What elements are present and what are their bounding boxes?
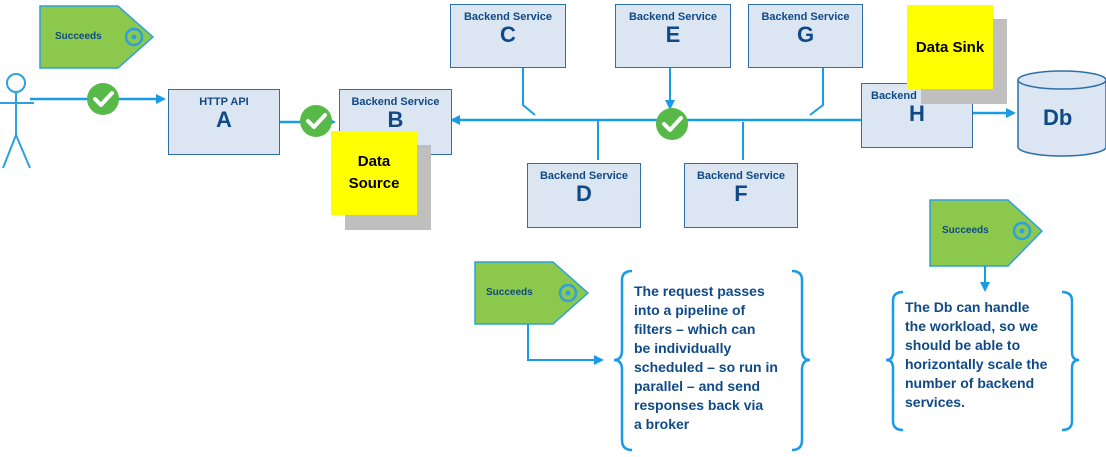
scale-note-line: number of backend	[905, 375, 1035, 391]
scale-note-line: horizontally scale the	[905, 356, 1048, 372]
check-icon-actor-to-a	[87, 83, 119, 115]
database-label: Db	[1043, 105, 1073, 130]
service-box-h-letter: H	[909, 101, 925, 126]
pipeline-note-line: into a pipeline of	[634, 302, 746, 318]
scale-note-line: services.	[905, 394, 965, 410]
scale-note-line: The Db can handle	[905, 299, 1030, 315]
succeeds-tag-middle-label: Succeeds	[486, 287, 533, 298]
service-box-b-letter: B	[387, 107, 404, 132]
succeeds-tag-right	[929, 199, 1044, 267]
pipeline-note-braces	[613, 269, 811, 452]
service-box-a-letter: A	[216, 107, 232, 132]
database-cylinder	[1017, 70, 1106, 157]
service-box-a: HTTP API A	[168, 89, 280, 155]
service-box-g-letter: G	[796, 22, 815, 47]
service-box-d: Backend Service D	[527, 163, 641, 228]
data-sink-sticky: Data Sink	[907, 5, 993, 89]
data-source-sticky: Data Source	[331, 131, 417, 215]
scale-note-line: the workload, so we	[905, 318, 1039, 334]
middle-tag-connector	[527, 324, 604, 365]
service-box-e: Backend Service E	[615, 4, 731, 68]
scale-note-braces	[885, 290, 1080, 432]
service-box-f: Backend Service F	[684, 163, 798, 228]
pipeline-note-line: parallel – and send	[634, 378, 761, 394]
pipeline-note-line: scheduled – so run in	[634, 359, 778, 375]
service-box-f-title: Backend Service	[696, 170, 786, 182]
pipeline-note-line: responses back via	[634, 397, 764, 413]
scale-note-line: should be able to	[905, 337, 1021, 353]
succeeds-tag-right-label: Succeeds	[942, 225, 989, 236]
pipeline-note-line: filters – which can	[634, 321, 756, 337]
service-box-e-letter: E	[665, 22, 681, 47]
succeeds-tag-top-left-label: Succeeds	[55, 31, 102, 42]
service-box-c-title: Backend Service	[463, 11, 553, 23]
scale-note: The Db can handle the workload, so we sh…	[905, 298, 1047, 412]
service-box-g-title: Backend Service	[761, 11, 850, 23]
pipeline-note-line: The request passes	[634, 283, 765, 299]
pipeline-note: The request passes into a pipeline of fi…	[634, 282, 778, 434]
service-box-d-letter: D	[576, 181, 592, 206]
service-box-h-title: Backend	[871, 90, 917, 102]
service-box-g: Backend Service G	[748, 4, 863, 68]
succeeds-tag-top-left	[39, 5, 155, 69]
service-box-f-letter: F	[734, 181, 748, 206]
check-icon-a-to-b	[300, 105, 332, 137]
service-box-d-title: Backend Service	[539, 170, 629, 182]
check-icon-bus	[656, 108, 688, 140]
pipeline-note-line: be individually	[634, 340, 732, 356]
user-actor-icon	[0, 73, 34, 169]
service-box-a-title: HTTP API	[199, 96, 249, 108]
service-box-e-title: Backend Service	[628, 11, 718, 23]
service-connectors	[522, 68, 824, 160]
pipeline-note-line: a broker	[634, 416, 690, 432]
service-box-c: Backend Service C	[450, 4, 566, 68]
service-box-c-letter: C	[500, 22, 516, 47]
service-box-b-title: Backend Service	[351, 96, 440, 108]
service-box-h: Backend H	[861, 83, 973, 148]
succeeds-tag-middle	[474, 261, 590, 325]
